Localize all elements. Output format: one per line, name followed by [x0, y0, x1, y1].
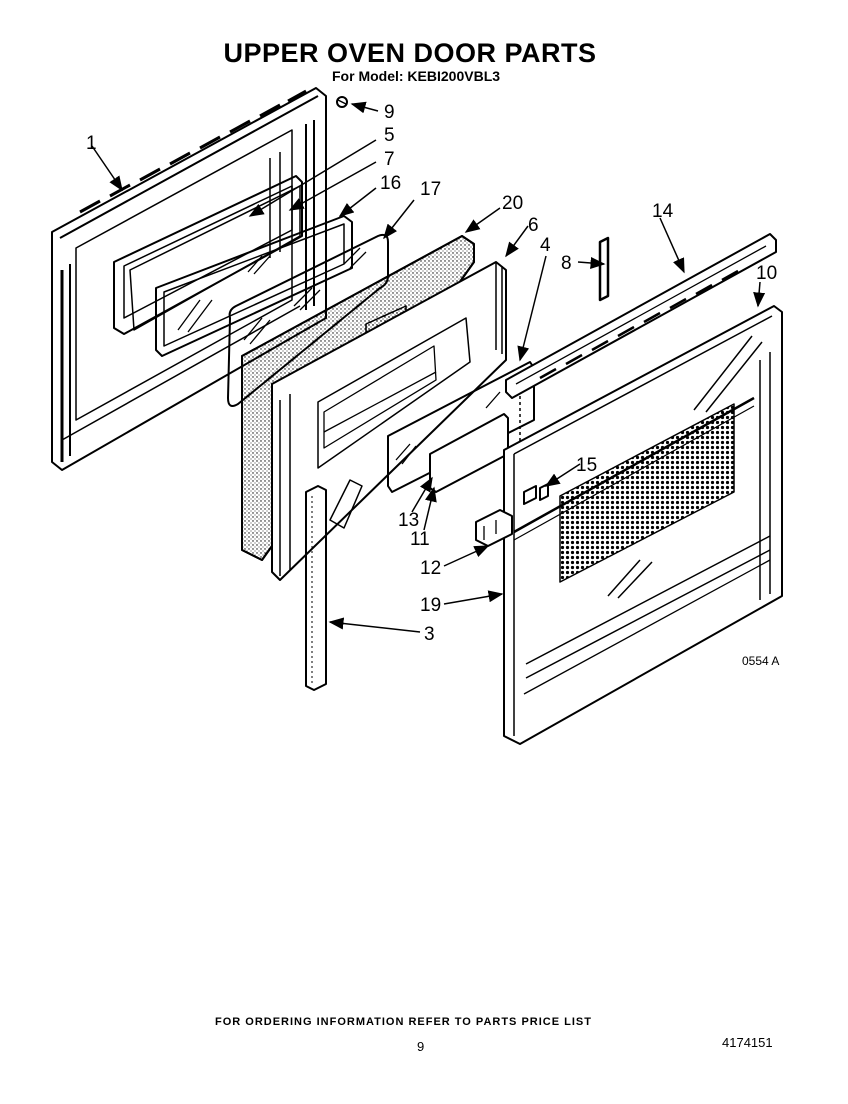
latch-8: [598, 236, 610, 302]
outer-door-19: [503, 305, 783, 745]
document-number: 4174151: [722, 1035, 773, 1050]
callout-9: 9: [384, 102, 395, 123]
leader-lines: [91, 101, 766, 633]
callout-4: 4: [540, 235, 551, 256]
callout-13: 13: [398, 510, 420, 531]
callout-15: 15: [576, 455, 598, 476]
callout-20: 20: [502, 193, 524, 214]
callout-14: 14: [652, 201, 674, 222]
callout-6: 6: [528, 215, 539, 236]
bracket-plate-11: [429, 413, 509, 493]
screw-9: [336, 96, 348, 108]
side-trim-3: [305, 485, 327, 691]
door-panel-6: [271, 261, 507, 581]
callout-5: 5: [384, 125, 395, 146]
figure-code: 0554 A: [742, 654, 780, 668]
callout-19: 19: [420, 595, 442, 616]
model-subtitle: For Model: KEBI200VBL3: [332, 68, 501, 84]
hinge-bracket-12: [475, 509, 513, 547]
callout-10: 10: [756, 263, 778, 284]
callout-3: 3: [424, 624, 435, 645]
callout-8: 8: [561, 253, 572, 274]
page-title: UPPER OVEN DOOR PARTS: [223, 38, 597, 68]
window-frame-5: [113, 175, 303, 335]
clip-15: [523, 483, 549, 505]
window-gasket-7: [129, 185, 301, 331]
ordering-note: FOR ORDERING INFORMATION REFER TO PARTS …: [215, 1016, 592, 1028]
callout-1: 1: [86, 133, 97, 154]
window-glass-4: [387, 361, 535, 493]
callout-17: 17: [420, 179, 442, 200]
callout-16: 16: [380, 173, 402, 194]
page-number: 9: [417, 1039, 425, 1054]
callout-7: 7: [384, 149, 395, 170]
callout-12: 12: [420, 558, 442, 579]
callout-11: 11: [410, 529, 430, 550]
